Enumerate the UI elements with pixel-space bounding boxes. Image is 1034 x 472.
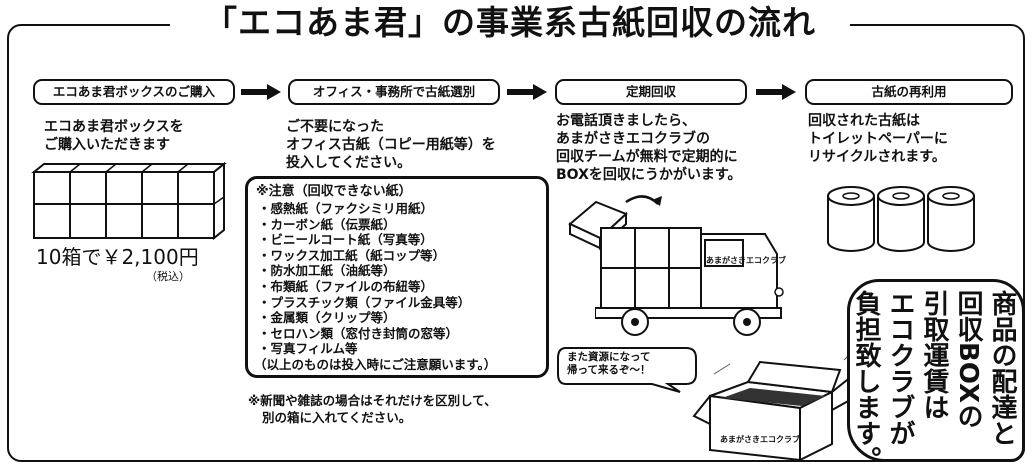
speech-bubble <box>557 347 697 393</box>
step-4-description: 回収された古紙は トイレットペーパーに リサイクルされます。 <box>808 113 948 165</box>
promo-line: 回収BOXの <box>953 290 983 430</box>
boxes-stack-icon <box>31 161 227 241</box>
list-item: 写真フィルム等 <box>270 341 538 357</box>
list-item: セロハン類（窓付き封筒の窓等） <box>270 326 538 342</box>
notes-list: 感熱紙（ファクシミリ用紙） カーボン紙（伝票紙） ビニールコート紙（写真等） ワ… <box>256 201 538 357</box>
delivery-fee-notice: 商品の配達と 回収BOXの 引取運賃は エコクラブが 負担致します。 <box>847 279 1025 472</box>
truck-label: あまがさきエコクラブ <box>706 256 786 265</box>
promo-line: エコクラブが <box>885 290 915 446</box>
step-4-label: 古紙の再利用 <box>805 79 1013 105</box>
arrow-right-icon <box>756 84 796 100</box>
step-1-description: エコあま君ボックスを ご購入いただきます <box>44 119 184 153</box>
step-2-description: ご不要になった オフィス古紙（コピー用紙等）を 投入してください。 <box>286 119 496 171</box>
list-item: 金属類（クリップ等） <box>270 310 538 326</box>
arrow-right-icon <box>507 84 547 100</box>
step-2-label: オフィス・事務所で古紙選別 <box>288 79 500 105</box>
newspaper-note: ※新聞や雑誌の場合はそれだけを区別して、 別の箱に入れてください。 <box>248 393 497 425</box>
notes-title: ※注意（回収できない紙） <box>256 184 412 199</box>
list-item: プラスチック類（ファイル金具等） <box>270 295 538 311</box>
speech-text: また資源になって 帰って来るぞ〜！ <box>567 351 651 376</box>
notes-footer: （以上のものは投入時にご注意願います。） <box>254 356 497 372</box>
promo-line: 引取運賃は <box>919 290 949 420</box>
open-box-icon <box>692 354 854 462</box>
list-item: カーボン紙（伝票紙） <box>270 217 538 233</box>
list-item: 防水加工紙（油紙等） <box>270 263 538 279</box>
arrow-right-icon <box>241 84 281 100</box>
tax-note: （税込） <box>146 270 190 283</box>
step-3-description: お電話頂きましたら、 あまがさきエコクラブの 回収チームが無料で定期的に BOX… <box>556 113 742 183</box>
truck-icon <box>595 227 784 336</box>
box-label: あまがさきエコクラブ <box>720 435 800 444</box>
list-item: ビニールコート紙（写真等） <box>270 232 538 248</box>
step-3-label: 定期回収 <box>555 79 747 105</box>
promo-line: 商品の配達と <box>987 290 1017 446</box>
list-item: 布類紙（ファイルの布紐等） <box>270 279 538 295</box>
toilet-paper-rolls-icon <box>827 186 975 252</box>
step-1-label: エコあま君ボックスのご購入 <box>33 79 235 105</box>
page-title: 「エコあま君」の事業系古紙回収の流れ <box>170 0 850 46</box>
promo-line: 負担致します。 <box>851 290 881 472</box>
list-item: ワックス加工紙（紙コップ等） <box>270 248 538 264</box>
box-price: 10箱で￥2,100円 <box>36 245 199 269</box>
list-item: 感熱紙（ファクシミリ用紙） <box>270 201 538 217</box>
excluded-paper-notes: ※注意（回収できない紙） 感熱紙（ファクシミリ用紙） カーボン紙（伝票紙） ビニ… <box>245 176 549 378</box>
